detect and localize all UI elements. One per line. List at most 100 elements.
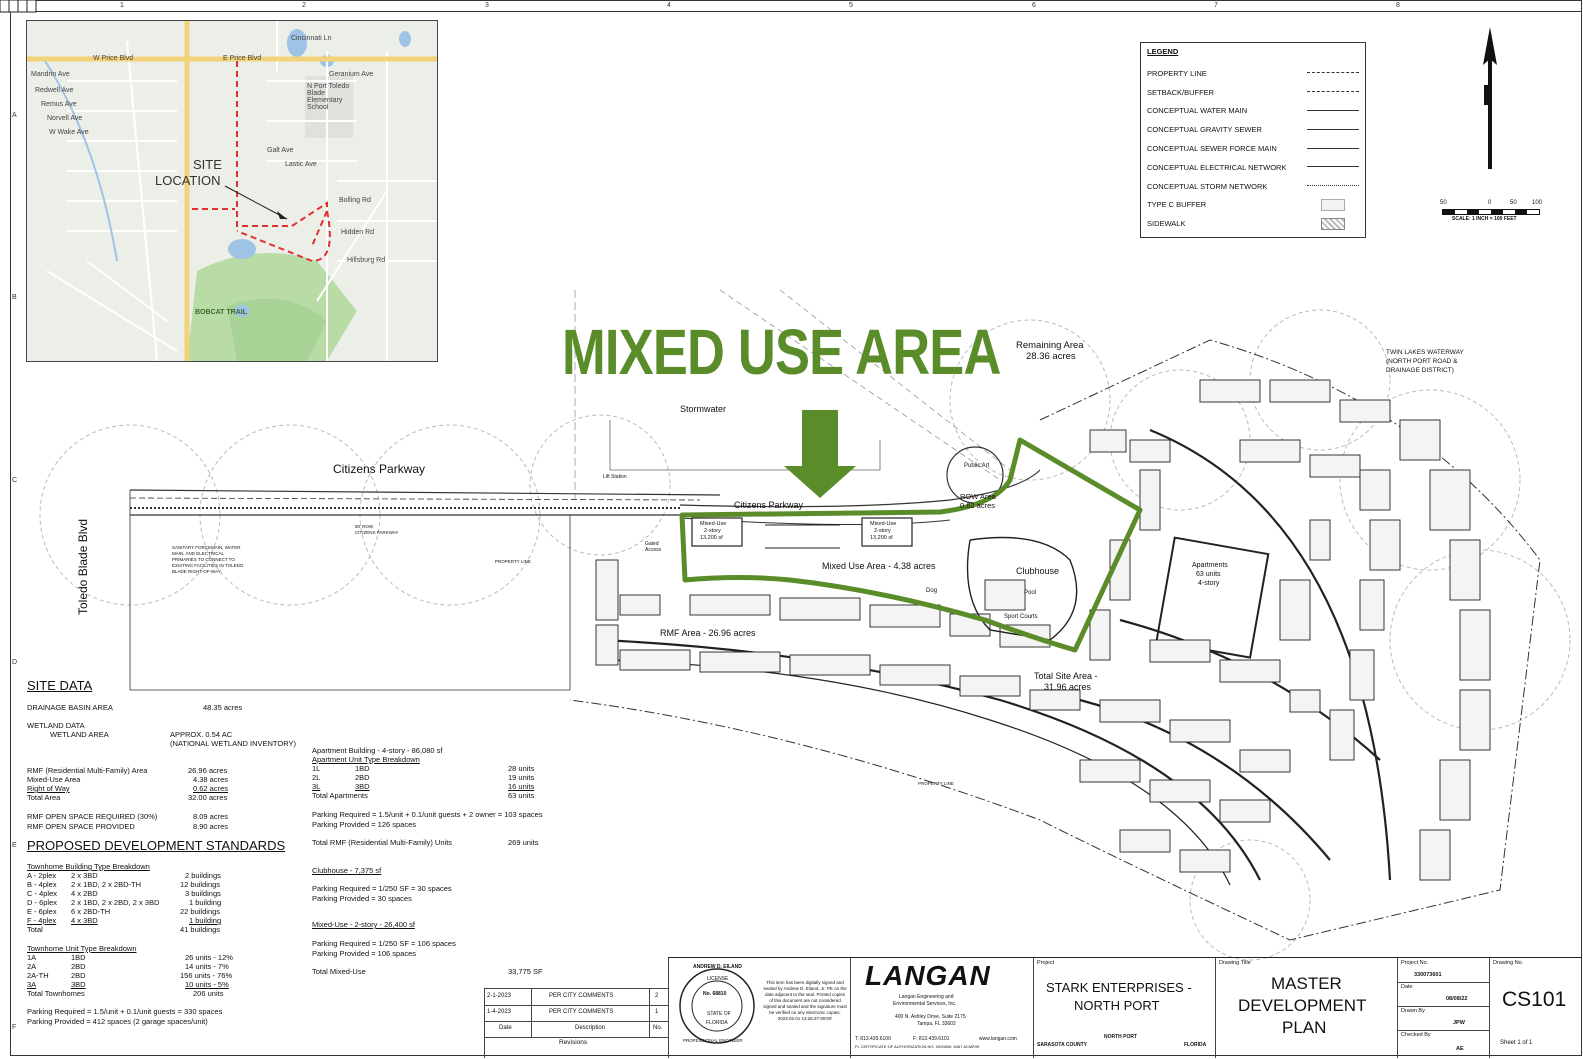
- open-provided-label: RMF OPEN SPACE PROVIDED: [27, 822, 135, 831]
- north-arrow-icon: [1483, 27, 1497, 169]
- map-street: Lastic Ave: [285, 161, 317, 168]
- grid-row-a: A: [12, 112, 17, 119]
- remaining-area-label: Remaining Area: [1016, 340, 1084, 351]
- firm-name-2: Environmental Services, Inc.: [893, 1001, 957, 1007]
- location-label: LOCATION: [155, 173, 221, 188]
- row-area-label: ROW Area: [960, 492, 996, 501]
- table-cell: 1BD: [71, 953, 86, 962]
- clubhouse-heading: Clubhouse - 7,375 sf: [312, 866, 382, 875]
- mixed-use-2-area: 13,200 sf: [870, 535, 893, 541]
- langan-logo: LANGAN: [865, 960, 991, 991]
- table-cell: A - 2plex: [27, 871, 57, 880]
- map-street: E Price Blvd: [223, 55, 262, 62]
- table-cell: 1BD: [355, 764, 370, 773]
- table-cell: B - 4plex: [27, 880, 57, 889]
- revision-col-desc: Description: [575, 1025, 606, 1031]
- project-label: Project: [1037, 960, 1055, 966]
- table-cell: 2BD: [71, 962, 86, 971]
- clubhouse-parking-provided: Parking Provided = 30 spaces: [312, 894, 412, 903]
- townhome-parking-required: Parking Required = 1.5/unit + 0.1/unit g…: [27, 1007, 223, 1016]
- mixed-heading: Mixed-Use - 2-story - 26,400 sf: [312, 920, 415, 929]
- revision-date: 2-1-2023: [487, 993, 512, 999]
- grid-col-2: 2: [302, 2, 306, 9]
- lift-station-label: Lift Station: [603, 474, 627, 480]
- table-cell: 6 x 2BD-TH: [71, 907, 111, 916]
- drawing-no-label: Drawing No.: [1493, 960, 1524, 966]
- revision-no: 1: [655, 1009, 659, 1015]
- twin-lakes-sub2: DRAINAGE DISTRICT): [1386, 367, 1454, 374]
- pool-label: Pool: [1024, 590, 1037, 596]
- map-street: Galt Ave: [267, 147, 294, 154]
- vicinity-map-drawing: [27, 21, 437, 361]
- map-street: Hillsburg Rd: [347, 257, 386, 264]
- seal-license: LICENSE: [707, 976, 729, 982]
- legend-item: CONCEPTUAL SEWER FORCE MAIN: [1147, 139, 1359, 158]
- map-street: Hidden Rd: [341, 229, 375, 236]
- table-cell: 2 x 3BD: [71, 871, 98, 880]
- open-provided-value: 8.90 acres: [193, 822, 229, 831]
- total-mixed-value: 33,775 SF: [508, 967, 543, 976]
- drainage-value: 48.35 acres: [203, 703, 243, 712]
- table-cell: E - 6plex: [27, 907, 57, 916]
- wetland-source: (NATIONAL WETLAND INVENTORY): [170, 739, 296, 748]
- open-required-label: RMF OPEN SPACE REQUIRED (30%): [27, 812, 158, 821]
- firm-web: www.langan.com: [979, 1036, 1017, 1042]
- table-cell: 26 units - 12%: [185, 953, 233, 962]
- title-block: 2-1-2023 PER CITY COMMENTS 2 1-4-2023 PE…: [484, 957, 1582, 1058]
- date-label: Date: [1401, 984, 1413, 990]
- table-cell: 2 x 1BD, 2 x 2BD, 2 x 3BD: [71, 898, 160, 907]
- grid-col-4: 4: [667, 2, 671, 9]
- table-cell: Total Apartments: [312, 791, 368, 800]
- clubhouse-label: Clubhouse: [1016, 566, 1060, 576]
- table-cell: 1 building: [189, 916, 222, 925]
- mixed-use-area-title: MIXED USE AREA: [562, 316, 1001, 388]
- seal-number: No. 68810: [703, 991, 727, 997]
- grid-col-8: 8: [1396, 2, 1400, 9]
- firm-cell: LANGAN Langan Engineering and Environmen…: [850, 958, 1033, 1058]
- table-cell: 2 buildings: [185, 871, 221, 880]
- table-cell: 4 x 2BD: [71, 889, 98, 898]
- checked-label: Checked By: [1401, 1032, 1431, 1038]
- site-row-value: 4.38 acres: [193, 775, 229, 784]
- drawing-title-cell: Drawing Title MASTER DEVELOPMENT PLAN: [1215, 958, 1397, 1058]
- mixed-use-2-stories: 2-story: [874, 528, 891, 534]
- clubhouse-parking-required: Parking Required = 1/250 SF = 30 spaces: [312, 884, 452, 893]
- firm-addr-2: Tampa, FL 33602: [917, 1021, 956, 1027]
- remaining-area-acres: 28.36 acres: [1026, 351, 1076, 362]
- map-street: Redwell Ave: [35, 87, 74, 94]
- apartments-label: Apartments: [1192, 562, 1228, 569]
- citizens-parkway-east: Citizens Parkway: [734, 500, 804, 510]
- twin-lakes-sub: (NORTH PORT ROAD &: [1386, 358, 1458, 365]
- map-street: Norvell Ave: [47, 115, 83, 122]
- seal-cell: ANDREW D. EILAND LICENSE No. 68810 STATE…: [668, 958, 850, 1058]
- project-name-2: NORTH PORT: [1074, 998, 1160, 1013]
- stormwater-label: Stormwater: [680, 404, 727, 414]
- site-row-label: Mixed-Use Area: [27, 775, 81, 784]
- wetland-area-label: WETLAND AREA: [50, 730, 109, 739]
- legend-item: SETBACK/BUFFER: [1147, 83, 1359, 102]
- site-row-value: 0.62 acres: [193, 784, 229, 793]
- table-cell: D - 6plex: [27, 898, 58, 907]
- map-street: Mandrin Ave: [31, 71, 70, 78]
- table-cell: 1 building: [189, 898, 222, 907]
- wetland-value: APPROX. 0.54 AC: [170, 730, 233, 739]
- site-row-label: Total Area: [27, 793, 61, 802]
- row-area-acres: 0.62 acres: [960, 501, 996, 510]
- sanitary-note-3: PRIMARIES TO CONNECT TO: [172, 557, 235, 562]
- meta-cell: Project No. 330073601 Date 08/08/22 Draw…: [1397, 958, 1490, 1058]
- table-cell: 3BD: [355, 782, 370, 791]
- townhome-parking-provided: Parking Provided = 412 spaces (2 garage …: [27, 1017, 208, 1026]
- grid-col-1: 1: [120, 2, 124, 9]
- property-line-label-2: PROPERTY LINE: [918, 781, 954, 786]
- mixed-parking-provided: Parking Provided = 106 spaces: [312, 949, 417, 958]
- toledo-blade-label: Toledo Blade Blvd: [76, 518, 90, 615]
- mixed-use-1: Mixed-Use: [700, 521, 727, 527]
- twin-lakes-label: TWIN LAKES WATERWAY: [1386, 349, 1464, 356]
- sanitary-note-5: BLADE RIGHT-OF-WAY: [172, 569, 221, 574]
- dog-park-label: Dog: [926, 588, 938, 594]
- total-rmf-label: Total RMF (Residential Multi-Family) Uni…: [312, 838, 453, 847]
- wetland-label: WETLAND DATA: [27, 721, 85, 730]
- site-label: SITE: [193, 157, 222, 172]
- total-mixed-label: Total Mixed-Use: [312, 967, 366, 976]
